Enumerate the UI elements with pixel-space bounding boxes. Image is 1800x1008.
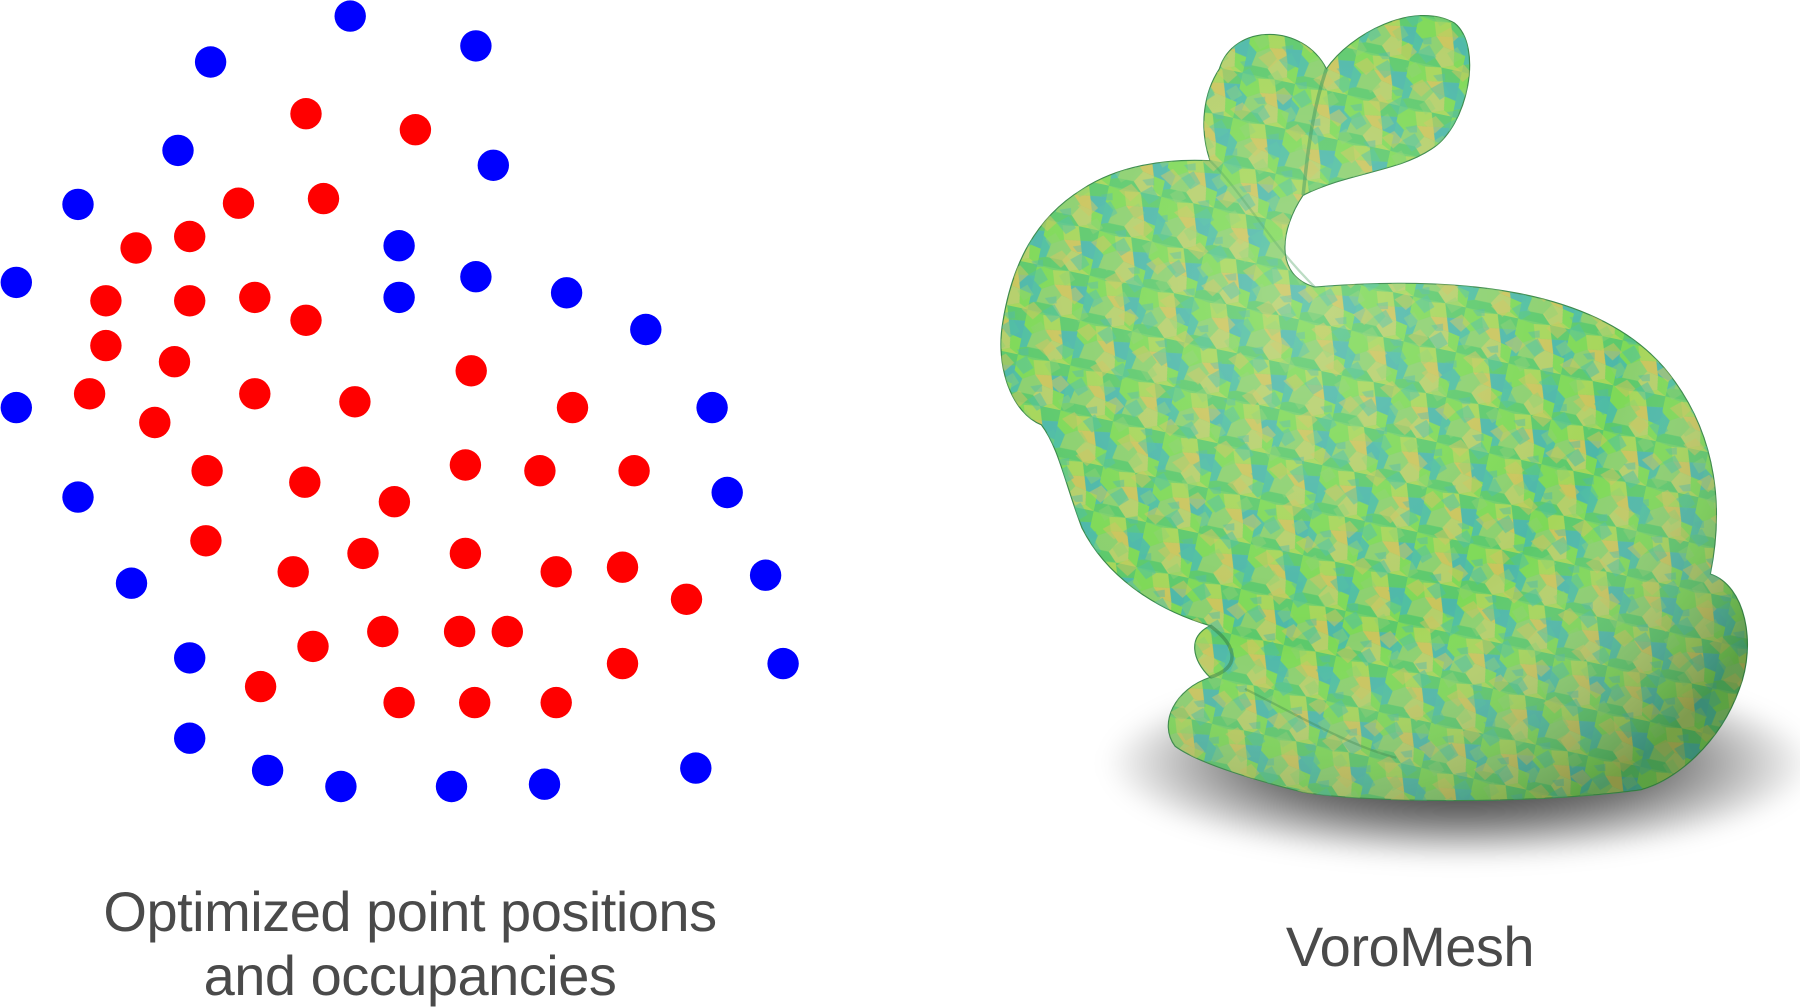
outside-point	[460, 30, 492, 62]
inside-point	[90, 329, 122, 362]
outside-point	[62, 481, 94, 513]
outside-point	[550, 277, 583, 309]
inside-point	[378, 486, 411, 518]
outside-point	[767, 647, 799, 680]
inside-point	[540, 556, 572, 588]
inside-point	[459, 686, 491, 719]
inside-point	[222, 187, 255, 219]
caption-point-positions: Optimized point positions and occupancie…	[20, 880, 800, 1008]
inside-point	[606, 647, 639, 680]
outside-point	[528, 768, 561, 800]
outside-point	[0, 266, 33, 299]
inside-point	[556, 391, 589, 424]
outside-point	[630, 313, 662, 346]
inside-point	[455, 355, 487, 387]
inside-point	[449, 449, 482, 481]
inside-point	[190, 525, 222, 557]
inside-point	[449, 537, 482, 570]
inside-point	[239, 281, 271, 314]
inside-point	[120, 232, 152, 264]
inside-point	[606, 551, 639, 583]
inside-point	[339, 386, 371, 418]
caption-voromesh: VoroMesh	[1285, 915, 1535, 978]
caption-point-positions-line1: Optimized point positions	[103, 880, 717, 943]
outside-point	[251, 754, 284, 787]
inside-point	[670, 583, 703, 615]
inside-point	[399, 114, 432, 146]
outside-point	[711, 476, 743, 509]
inside-point	[73, 378, 106, 410]
inside-point	[367, 615, 399, 648]
outside-point	[680, 752, 712, 784]
inside-point	[174, 220, 206, 253]
inside-point	[191, 455, 223, 487]
outside-point	[115, 567, 148, 599]
inside-point	[158, 346, 191, 378]
inside-point	[239, 378, 271, 410]
outside-point	[174, 722, 206, 754]
inside-point	[491, 615, 523, 648]
inside-point	[290, 304, 322, 336]
inside-point	[443, 615, 476, 648]
inside-point	[90, 285, 122, 317]
outside-point	[749, 559, 782, 591]
inside-point	[290, 98, 322, 130]
inside-point	[540, 686, 572, 719]
outside-point	[194, 46, 227, 78]
inside-point	[524, 455, 556, 487]
inside-point	[174, 285, 206, 317]
outside-point	[460, 261, 492, 293]
caption-point-positions-line2: and occupancies	[203, 944, 617, 1007]
inside-point	[618, 455, 650, 487]
point-cloud	[0, 0, 799, 803]
inside-point	[297, 630, 329, 663]
outside-point	[696, 391, 728, 424]
inside-point	[307, 182, 340, 215]
inside-point	[289, 466, 321, 498]
voronoi-bunny-mesh-icon	[1000, 14, 1749, 802]
outside-point	[325, 770, 357, 803]
outside-point	[334, 0, 366, 32]
outside-point	[383, 281, 415, 314]
outside-point	[174, 642, 206, 674]
outside-point	[435, 770, 468, 803]
inside-point	[139, 406, 171, 439]
outside-point	[383, 230, 415, 262]
inside-point	[347, 537, 379, 570]
inside-point	[277, 556, 309, 588]
voromesh-bunny-image	[1000, 14, 1800, 862]
outside-point	[62, 188, 94, 221]
inside-point	[244, 670, 277, 703]
inside-point	[383, 686, 415, 719]
outside-point	[0, 391, 33, 424]
outside-point	[477, 149, 509, 181]
outside-point	[162, 134, 194, 167]
